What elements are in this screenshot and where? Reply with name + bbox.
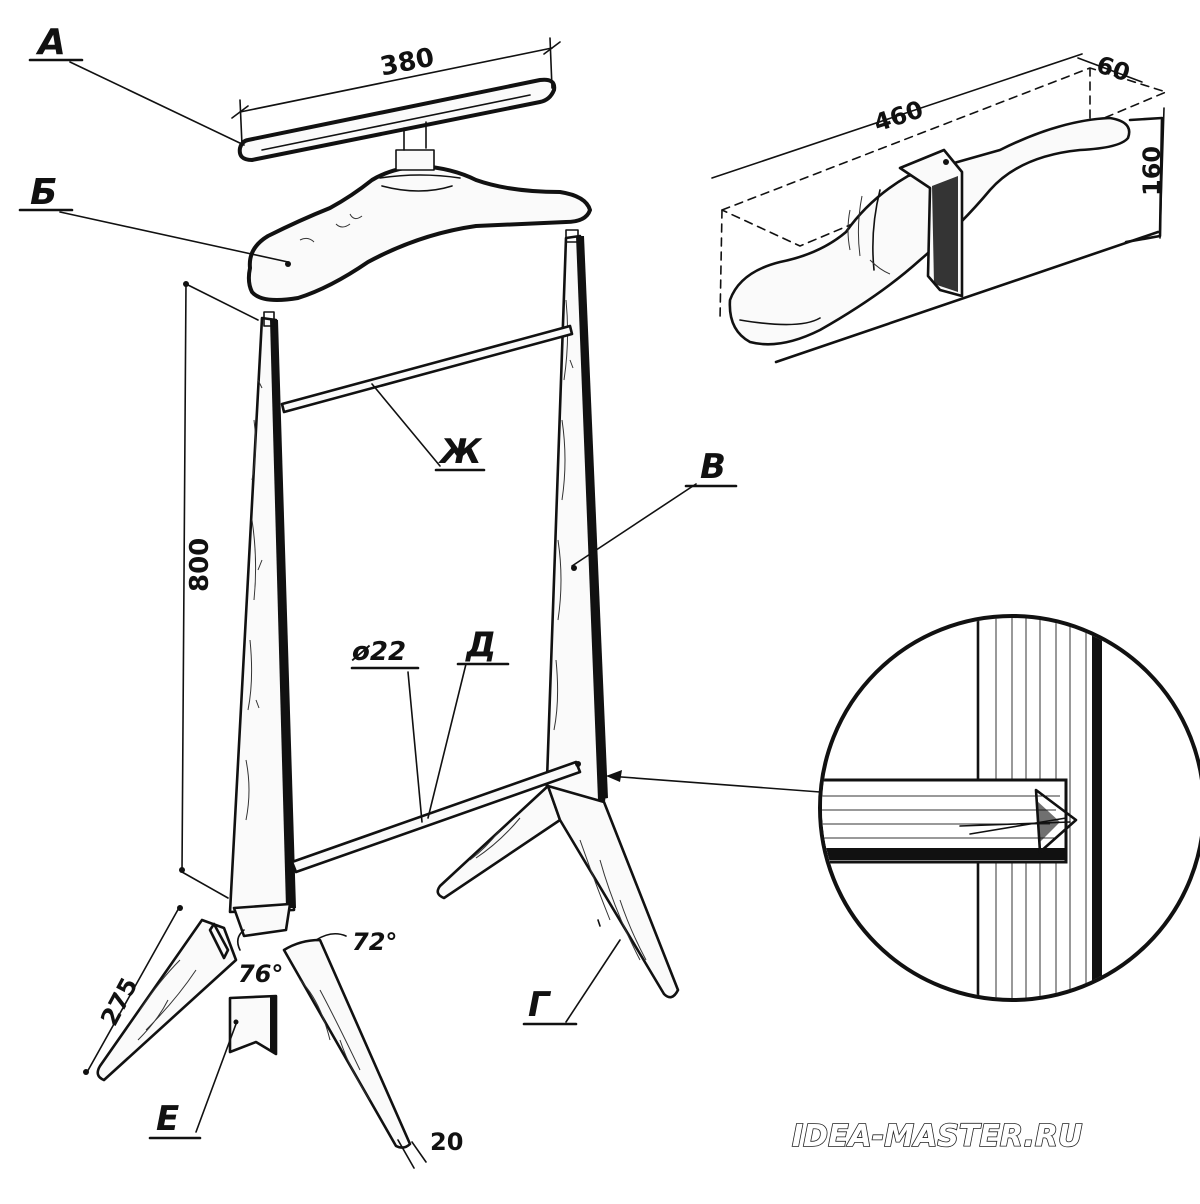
label-rod-diameter: ø22 [351, 637, 406, 667]
dim-800: 800 [185, 538, 215, 592]
hanger-blank-detail: 460 60 160 [711, 50, 1167, 364]
label-zh: Ж [438, 432, 483, 472]
label-v: В [700, 447, 726, 487]
left-post [228, 311, 296, 938]
dim-160: 160 [1138, 146, 1166, 196]
shoulder-hanger [246, 121, 592, 302]
hanger-bar [231, 37, 561, 162]
lower-rod: ø22 Д [290, 625, 582, 874]
leader-v: В [571, 447, 738, 571]
dim-800-line: 800 [179, 281, 259, 899]
dim-60: 60 [1093, 50, 1133, 87]
angle-76: 76° [238, 960, 283, 988]
dim-460: 460 [870, 95, 926, 137]
right-leg-assembly: Г [436, 784, 680, 1026]
label-a: А [35, 22, 66, 63]
leader-b: Б [18, 172, 289, 263]
dim-20: 20 [430, 1128, 463, 1156]
watermark: IDEA-MASTER.RU [792, 1119, 1082, 1154]
leader-a: А [28, 22, 245, 146]
label-e: Е [156, 1099, 179, 1139]
dim-380: 380 [378, 43, 437, 83]
angle-72: 72° [352, 928, 397, 956]
label-b: Б [30, 172, 57, 213]
upper-rod: Ж [280, 324, 574, 472]
joint-detail-zoom [606, 614, 1200, 1002]
label-g: Г [528, 985, 552, 1025]
left-leg-parts: Е 76° 72° 275 20 [83, 905, 463, 1169]
label-d: Д [465, 625, 496, 665]
right-post [544, 229, 608, 810]
